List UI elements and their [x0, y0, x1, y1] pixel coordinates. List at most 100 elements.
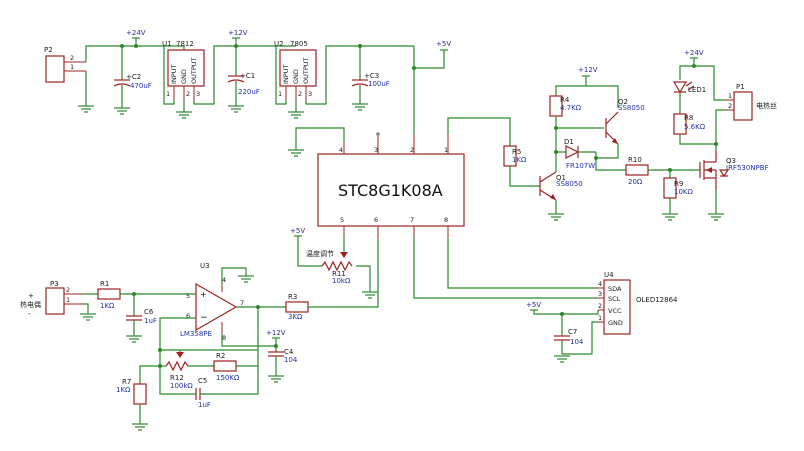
resistor-r10: R10 20Ω: [625, 156, 649, 186]
resistor-r1: R1 1KΩ: [97, 280, 121, 310]
u3-pin5: 5: [186, 292, 190, 300]
rail-24v-label-b: +24V: [684, 49, 704, 57]
connector-p3: P3 2 1 + 热电偶 -: [20, 280, 84, 318]
c4-val: 104: [284, 356, 298, 364]
u1-num1: 1: [166, 90, 170, 98]
mcu-pin6: 6: [374, 216, 378, 224]
resistor-r9: R9 10KΩ: [663, 170, 693, 199]
u4-num1: 1: [598, 314, 602, 322]
q2-ref: Q2: [618, 98, 628, 106]
u1-pin-input: INPUT: [170, 65, 178, 84]
r11-label: 温度调节: [306, 249, 334, 258]
u1-ref: U1: [162, 40, 172, 48]
cap-c3: +C3 100uF: [351, 46, 390, 104]
q3-ref: Q3: [726, 157, 736, 165]
r9-val: 10KΩ: [674, 188, 693, 196]
c2-ref: +C2: [126, 73, 141, 81]
mcu-stc8g1k08a: STC8G1K08A 4 3 2 1 5 6 7 8: [317, 134, 465, 238]
u2-ref: U2: [274, 40, 284, 48]
r7-val: 1KΩ: [116, 386, 131, 394]
r9-ref: R9: [674, 180, 683, 188]
led1-ref: LED1: [688, 86, 706, 94]
p3-pin2: 2: [66, 286, 70, 294]
rail-12v-label-b: +12V: [578, 66, 598, 74]
rail-5v-label-b: +5V: [290, 227, 305, 235]
c4-ref: C4: [284, 348, 294, 356]
u4-num3: 3: [598, 290, 602, 298]
c5-ref: C5: [198, 377, 207, 385]
c1-val: 220uF: [238, 88, 260, 96]
svg-text:+: +: [200, 290, 207, 299]
r1-ref: R1: [100, 280, 109, 288]
mcu-pin5: 5: [340, 216, 344, 224]
u4-num4: 4: [598, 280, 602, 288]
p1-pin2: 2: [728, 102, 732, 110]
u1-num3: 3: [196, 90, 200, 98]
r1-val: 1KΩ: [100, 302, 115, 310]
transistor-q2: Q2 SS8050: [605, 98, 645, 145]
regulator-u2: U2 7805 INPUT GND OUTPUT 1 2 3: [274, 40, 317, 100]
mcu-pin7: 7: [410, 216, 414, 224]
rail-12v-label-a: +12V: [228, 29, 248, 37]
u3-pin7: 7: [240, 299, 244, 307]
r12-ref: R12: [170, 374, 184, 382]
mcu-pin1: 1: [444, 146, 448, 154]
c3-val: 100uF: [368, 80, 390, 88]
r5-ref: R5: [512, 148, 521, 156]
mcu-pin2: 2: [410, 146, 414, 154]
c5-val: 1uF: [198, 401, 211, 409]
u4-pin-scl: SCL: [608, 295, 621, 303]
u2-num1: 1: [278, 90, 282, 98]
u2-num2: 2: [298, 90, 302, 98]
d1-val: FR107W: [566, 162, 595, 170]
p2-pin1: 1: [70, 63, 74, 71]
connector-p1: P1 1 2 电热丝: [726, 83, 777, 121]
p1-ref: P1: [736, 83, 745, 91]
cap-c2: +C2 470uF: [113, 46, 152, 108]
u2-pin-gnd: GND: [292, 69, 300, 84]
cap-c1: +C1 220uF: [227, 46, 260, 106]
r4-val: 4.7KΩ: [560, 104, 582, 112]
r11-val: 10kΩ: [332, 277, 351, 285]
p3-minus: -: [28, 310, 31, 318]
u3-part: LM358PE: [180, 330, 212, 338]
u2-pin-output: OUTPUT: [302, 57, 310, 84]
transistor-q1: Q1 SS8050: [539, 171, 583, 201]
resistor-r2: R2 150KΩ: [213, 352, 240, 382]
u4-num2: 2: [598, 302, 602, 310]
d1-ref: D1: [564, 138, 574, 146]
u2-pin-input: INPUT: [282, 65, 290, 84]
u2-num3: 3: [308, 90, 312, 98]
r10-ref: R10: [628, 156, 642, 164]
r11-ref: R11: [332, 270, 346, 278]
rail-24v-label-a: +24V: [126, 29, 146, 37]
u3-pin8: 8: [222, 334, 226, 342]
p3-plus: +: [28, 292, 34, 300]
c1-ref: +C1: [240, 72, 255, 80]
r2-val: 150KΩ: [216, 374, 240, 382]
u4-pin-vcc: VCC: [608, 307, 622, 315]
r3-val: 3KΩ: [288, 313, 303, 321]
mcu-name: STC8G1K08A: [338, 181, 443, 200]
potentiometer-r12: R12 100kΩ: [165, 352, 193, 390]
p1-pin1: 1: [728, 92, 732, 100]
p2-ref: P2: [44, 46, 53, 54]
u4-pin-sda: SDA: [608, 285, 622, 293]
q1-ref: Q1: [556, 174, 566, 182]
r8-ref: R8: [684, 114, 693, 122]
p3-pin1: 1: [66, 296, 70, 304]
r8-val: 5.6KΩ: [684, 123, 706, 131]
resistor-r8: R8 5.6KΩ: [673, 113, 706, 135]
u4-pin-gnd: GND: [608, 319, 623, 327]
cap-c5: C5 1uF: [195, 377, 211, 409]
p3-label: 热电偶: [20, 300, 41, 309]
q2-val: SS8050: [618, 104, 645, 112]
p2-pin2: 2: [70, 54, 74, 62]
r5-val: 1KΩ: [512, 156, 527, 164]
u4-ref: U4: [604, 271, 614, 279]
c6-ref: C6: [144, 308, 154, 316]
rail-12v-label-c: +12V: [266, 329, 286, 337]
q3-val: IRF530NPBF: [726, 164, 769, 172]
u1-part: 7812: [176, 40, 194, 48]
r3-ref: R3: [288, 293, 297, 301]
